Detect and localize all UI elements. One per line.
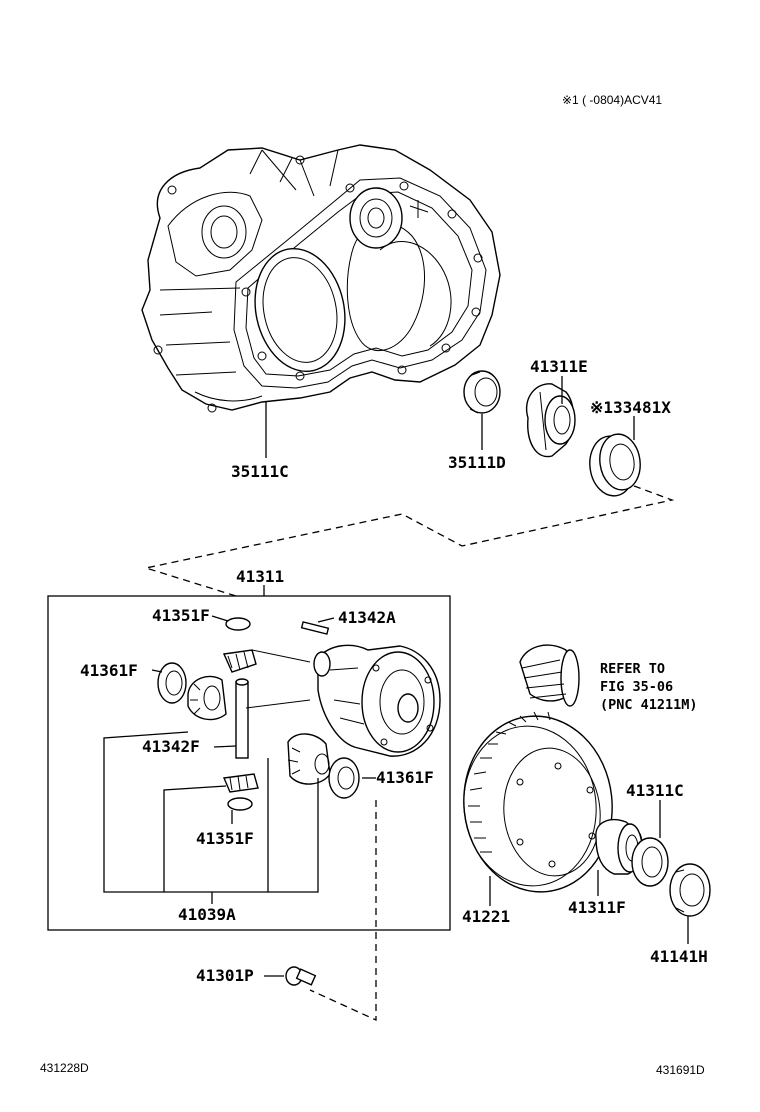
bracket-41039a [103, 731, 319, 893]
washer-left-hole [165, 670, 183, 696]
housing-seal-drawing [463, 370, 501, 414]
transaxle-housing-drawing [141, 144, 501, 413]
washer-bottom-drawing [227, 797, 253, 811]
bracket-41039a-inner [163, 785, 227, 892]
label-41342a: 41342A [338, 608, 396, 627]
refer-line-2: FIG 35-06 [600, 679, 673, 695]
label-35111d: 35111D [448, 453, 506, 472]
leader-41361f-left [151, 669, 163, 673]
washer-right-hole [337, 766, 355, 790]
label-41039a: 41039A [178, 905, 236, 924]
header-note: ※1 ( -0804)ACV41 [562, 93, 662, 107]
bearing-e-drawing [525, 383, 576, 458]
label-133481x: ※133481X [590, 398, 671, 417]
washer-right-drawing [328, 757, 360, 799]
refer-line-3: (PNC 41211M) [600, 697, 698, 713]
pinion-gear-top-drawing [222, 649, 257, 673]
label-41311e: 41311E [530, 357, 588, 376]
oil-seal-x-drawing [589, 433, 641, 497]
pinion-gear-bottom-drawing [222, 773, 259, 793]
label-41221: 41221 [462, 907, 510, 926]
axis-line-2 [251, 649, 311, 663]
label-41342f: 41342F [142, 737, 200, 756]
leader-41342f [213, 745, 237, 748]
pinion-shaft-drawing [235, 678, 249, 759]
axis-line-1 [245, 699, 311, 709]
label-41351f-bottom: 41351F [196, 829, 254, 848]
washer-top-drawing [225, 617, 251, 631]
leader-41351f-top [211, 615, 229, 622]
footer-left-code: 431228D [40, 1061, 89, 1075]
side-gear-left-drawing [187, 675, 227, 721]
pin-a-drawing [300, 621, 330, 635]
bearing-race-c-drawing [631, 837, 669, 887]
label-41311: 41311 [236, 567, 284, 586]
bolt-drawing [285, 966, 317, 986]
label-41311c: 41311C [626, 781, 684, 800]
footer-right-code: 431691D [656, 1063, 705, 1077]
assembly-dashed-line-top [143, 485, 675, 597]
side-gear-right-drawing [287, 733, 331, 785]
refer-line-1: REFER TO [600, 661, 665, 677]
diff-case-assembly-box [47, 595, 451, 931]
label-41141h: 41141H [650, 947, 708, 966]
ring-gear-drawing [463, 711, 613, 893]
label-41361f-right: 41361F [376, 768, 434, 787]
assembly-dashed-line-bottom [309, 800, 377, 1022]
drive-pinion-drawing [519, 644, 580, 707]
label-35111c: 35111C [231, 462, 289, 481]
label-41311f: 41311F [568, 898, 626, 917]
label-41351f-top: 41351F [152, 606, 210, 625]
differential-case-drawing [313, 644, 441, 757]
leader-41342a [317, 617, 335, 623]
label-41301p: 41301P [196, 966, 254, 985]
oil-seal-h-drawing [669, 863, 711, 917]
label-41361f-left: 41361F [80, 661, 138, 680]
